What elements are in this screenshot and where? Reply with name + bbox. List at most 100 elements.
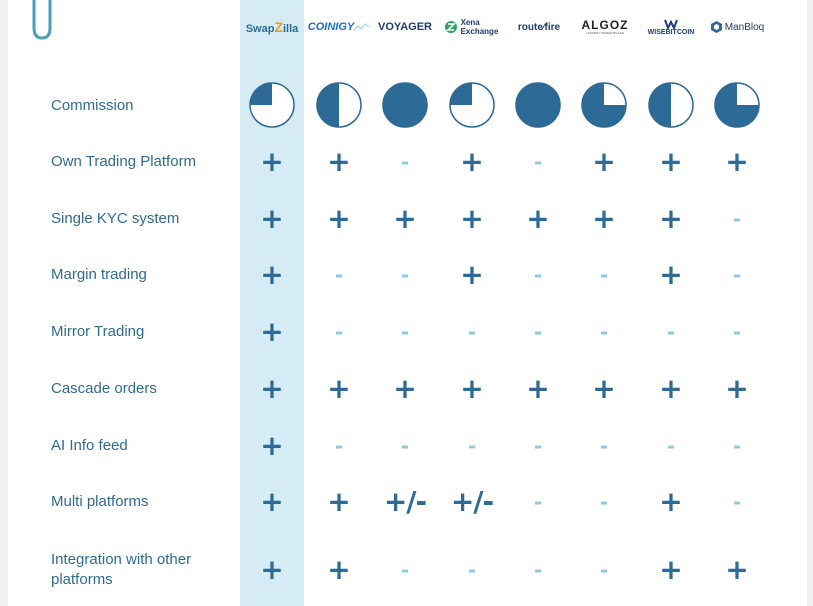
cell-minus: - — [400, 150, 410, 174]
cell-plus: + — [592, 202, 616, 235]
commission-pie-6 — [648, 82, 694, 128]
manbloq-mark-icon — [710, 21, 722, 33]
cell-minus: - — [666, 320, 676, 344]
cell-minus: - — [334, 320, 344, 344]
cell-minus: - — [732, 263, 742, 287]
cell-minus: - — [400, 320, 410, 344]
cell-minus: - — [467, 434, 477, 458]
cell-plus: + — [659, 202, 683, 235]
row-label-commission: Commission — [51, 97, 134, 114]
cell-plus: + — [327, 485, 351, 518]
chart-squiggle-icon — [354, 23, 370, 31]
cell-plus: + — [460, 202, 484, 235]
cell-plus: + — [725, 372, 749, 405]
cell-plus: + — [393, 202, 417, 235]
cell-plus: + — [260, 202, 284, 235]
cell-minus: - — [467, 320, 477, 344]
cell-plus: + — [460, 258, 484, 291]
cell-minus: - — [599, 490, 609, 514]
commission-pie-fill-6 — [649, 83, 671, 127]
logo-routefire: route⁄fire — [517, 21, 561, 33]
commission-pie-7 — [714, 82, 760, 128]
cell-plus: + — [260, 485, 284, 518]
cell-plus: + — [725, 553, 749, 586]
cell-plus: + — [659, 145, 683, 178]
cell-plus: + — [327, 553, 351, 586]
row-label: Mirror Trading — [51, 323, 145, 340]
cell-plus: + — [460, 145, 484, 178]
cell-plus: + — [526, 372, 550, 405]
logo-manbloq: ManBloq — [704, 10, 770, 44]
cell-minus: - — [732, 434, 742, 458]
cell-minus: - — [599, 434, 609, 458]
cell-minus: - — [400, 558, 410, 582]
cell-minus: - — [533, 558, 543, 582]
row-label: Integration with other platforms — [51, 551, 192, 588]
cell-minus: - — [533, 434, 543, 458]
cell-plus: + — [260, 315, 284, 348]
cell-minus: - — [533, 150, 543, 174]
commission-pie-fill-7 — [715, 83, 759, 127]
cell-plus: + — [592, 145, 616, 178]
cell-plus: + — [327, 145, 351, 178]
cell-plus: + — [260, 553, 284, 586]
cell-minus: - — [666, 434, 676, 458]
commission-pies — [249, 82, 760, 128]
commission-pie-fill-1 — [317, 83, 339, 127]
cell-minus: - — [533, 263, 543, 287]
cell-minus: - — [533, 320, 543, 344]
cell-plus: + — [725, 145, 749, 178]
cell-plus: + — [460, 372, 484, 405]
commission-pie-fill-3 — [450, 83, 472, 105]
cell-plus: + — [659, 372, 683, 405]
cell-minus: - — [599, 320, 609, 344]
row-label: Cascade orders — [51, 380, 157, 397]
commission-pie-fill-5 — [582, 83, 626, 127]
cell-plus: + — [260, 258, 284, 291]
cell-pm: +/- — [383, 485, 427, 518]
commission-pie-5 — [581, 82, 627, 128]
commission-pie-fill-0 — [250, 83, 272, 105]
cell-plus: + — [659, 553, 683, 586]
row-label: Margin trading — [51, 266, 147, 283]
paperclip-icon — [32, 0, 52, 40]
commission-pie-4 — [515, 82, 561, 128]
row-label: AI Info feed — [51, 437, 128, 454]
cell-minus: - — [732, 320, 742, 344]
cell-minus: - — [732, 490, 742, 514]
cell-plus: + — [260, 429, 284, 462]
commission-pie-3 — [449, 82, 495, 128]
row-label: Single KYC system — [51, 210, 180, 227]
cell-plus: + — [659, 485, 683, 518]
commission-pie-1 — [316, 82, 362, 128]
cell-minus: - — [599, 558, 609, 582]
cell-plus: + — [327, 202, 351, 235]
cell-minus: - — [467, 558, 477, 582]
cell-minus: - — [599, 263, 609, 287]
row-label: Multi platforms — [51, 493, 149, 510]
cell-plus: + — [592, 372, 616, 405]
cell-minus: - — [400, 434, 410, 458]
logo-voyager: VOYAGER — [377, 21, 432, 33]
wisebitcoin-mark-icon — [664, 19, 678, 29]
commission-pie-2 — [382, 82, 428, 128]
cell-minus: - — [334, 263, 344, 287]
cell-minus: - — [732, 207, 742, 231]
cell-plus: + — [659, 258, 683, 291]
cell-pm: +/- — [450, 485, 494, 518]
logo-wisebitcoin: WISEBITCOIN — [638, 10, 704, 44]
xena-mark-icon — [444, 21, 457, 33]
logo-algoz: ALGOZ LIQUIDITY MARKETPLACE — [581, 18, 629, 35]
cell-minus: - — [533, 490, 543, 514]
cell-minus: - — [400, 263, 410, 287]
cell-minus: - — [334, 434, 344, 458]
cell-plus: + — [393, 372, 417, 405]
logo-coinigy: COINIGY — [306, 10, 372, 44]
cell-plus: + — [260, 372, 284, 405]
cell-plus: + — [526, 202, 550, 235]
cell-plus: + — [260, 145, 284, 178]
cell-plus: + — [327, 372, 351, 405]
commission-pie-0 — [249, 82, 295, 128]
row-label: Own Trading Platform — [51, 153, 197, 170]
